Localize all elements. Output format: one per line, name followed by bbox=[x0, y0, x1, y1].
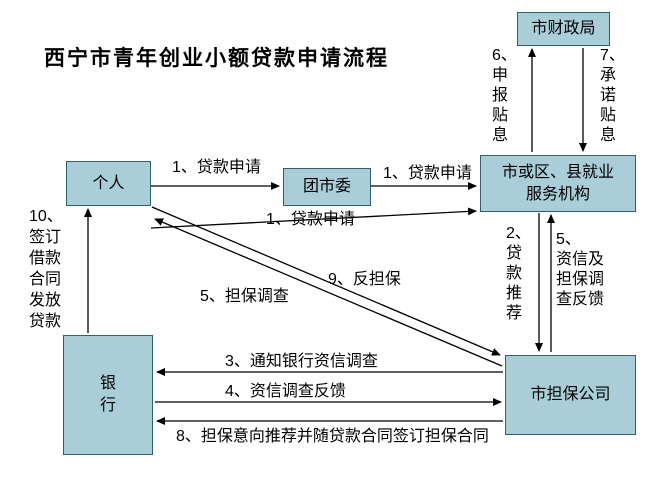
node-bank: 银 行 bbox=[63, 335, 153, 455]
page-title: 西宁市青年创业小额贷款申请流程 bbox=[44, 47, 389, 70]
label-step5-guarantee-survey: 5、担保调查 bbox=[200, 288, 289, 305]
label-step8-guarantee-intent: 8、担保意向推荐并随贷款合同签订担保合同 bbox=[176, 428, 489, 445]
node-employment-agency: 市或区、县就业 服务机构 bbox=[480, 155, 636, 212]
label-step2-loan-recommend: 2、 贷 款 推 荐 bbox=[506, 225, 531, 322]
node-guarantee-company: 市担保公司 bbox=[505, 355, 636, 435]
node-finance-bureau: 市财政局 bbox=[517, 12, 610, 46]
label-step4-credit-feedback: 4、资信调查反馈 bbox=[225, 383, 346, 400]
label-step1-apply-individual-agency: 1、贷款申请 bbox=[266, 211, 355, 228]
label-step1-apply-league-agency: 1、贷款申请 bbox=[383, 165, 472, 182]
label-step5-credit-guarantee-feedback: 5、 资信及 担保调 查反馈 bbox=[556, 231, 605, 308]
label-step1-apply-individual-league: 1、贷款申请 bbox=[172, 159, 261, 176]
label-step7-subsidy-promise: 7、 承 诺 贴 息 bbox=[600, 47, 625, 144]
node-youth-league: 团市委 bbox=[283, 168, 371, 206]
label-step6-subsidy-apply: 6、 申 报 贴 息 bbox=[492, 47, 517, 144]
label-step9-counter-guarantee: 9、反担保 bbox=[328, 271, 401, 288]
label-step3-notify-bank: 3、通知银行资信调查 bbox=[225, 353, 378, 370]
node-individual: 个人 bbox=[66, 161, 151, 206]
label-step10-sign-contract: 10、 签订 借款 合同 发放 贷款 bbox=[29, 208, 63, 330]
